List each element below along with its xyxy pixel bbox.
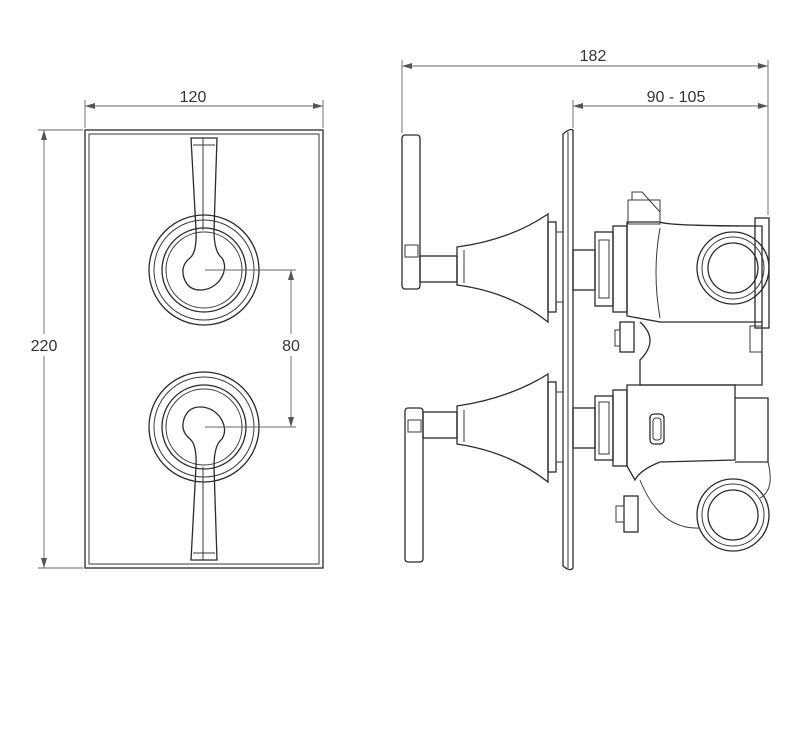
dimension-plate-height: 220 <box>20 129 83 569</box>
front-plate <box>84 129 324 569</box>
side-view <box>401 128 771 571</box>
upper-side-lever <box>401 134 564 324</box>
overall-depth-label: 182 <box>580 48 607 65</box>
front-view <box>84 129 324 569</box>
front-plate-bevel <box>88 133 320 565</box>
plate-width-label: 120 <box>180 89 207 106</box>
valve-body <box>572 191 771 552</box>
dimension-handle-spacing: 80 <box>274 270 308 427</box>
dimension-plate-width: 120 <box>84 89 324 128</box>
handle-spacing-label: 80 <box>282 338 300 355</box>
upper-control-knob <box>148 137 260 326</box>
lower-side-lever <box>404 372 564 563</box>
side-plate <box>562 128 574 571</box>
dimension-body-depth: 90 - 105 <box>572 89 768 128</box>
lower-control-knob <box>148 371 260 561</box>
plate-height-label: 220 <box>31 338 58 355</box>
body-depth-label: 90 - 105 <box>647 89 706 106</box>
dimension-overall-depth: 182 <box>401 48 769 215</box>
